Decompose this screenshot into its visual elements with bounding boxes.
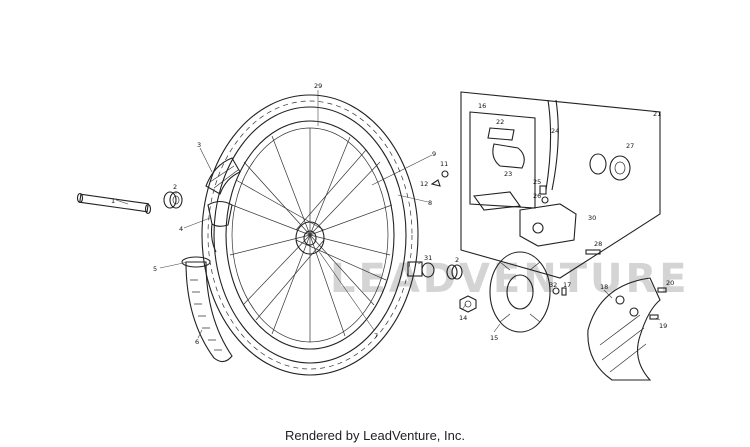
caliper-small-parts <box>539 185 601 255</box>
callout-29: 29 <box>314 82 322 90</box>
rendered-by-credit: Rendered by LeadVenture, Inc. <box>285 428 465 443</box>
callout-23: 23 <box>504 170 512 178</box>
axle-part <box>76 192 152 215</box>
callout-7: 7 <box>374 332 378 340</box>
disc-bolt-parts <box>552 287 567 296</box>
callout-14: 14 <box>459 314 467 322</box>
valve-parts <box>430 170 449 187</box>
callout-27: 27 <box>626 142 634 150</box>
callout-21: 21 <box>653 110 661 118</box>
nut-part <box>459 295 477 313</box>
callout-12: 12 <box>420 180 428 188</box>
tire-part <box>181 256 233 363</box>
callout-labels: 1 2 3 4 5 6 7 8 9 11 12 29 31 2 14 15 32… <box>111 82 674 346</box>
callout-31: 31 <box>424 254 432 262</box>
brake-pad-kit-box <box>469 111 536 209</box>
collar-part <box>407 261 435 278</box>
spacer-right-part <box>446 264 463 280</box>
callout-20: 20 <box>666 279 674 287</box>
callout-5: 5 <box>153 265 157 273</box>
callout-18: 18 <box>600 283 608 291</box>
brake-disc-part <box>489 251 551 333</box>
disc-guard-part <box>587 277 661 381</box>
callout-2-left: 2 <box>173 183 177 191</box>
leader-lines <box>115 90 661 339</box>
callout-2-right: 2 <box>455 256 459 264</box>
callout-28: 28 <box>594 240 602 248</box>
callout-1: 1 <box>111 197 115 205</box>
front-wheel-parts-diagram: LEADVENTURE <box>76 82 687 381</box>
callout-15: 15 <box>490 334 498 342</box>
guard-bolt-parts <box>649 287 667 320</box>
callout-4: 4 <box>179 225 183 233</box>
callout-3: 3 <box>197 141 201 149</box>
callout-19: 19 <box>659 322 667 330</box>
caliper-body-part <box>473 191 577 247</box>
callout-22: 22 <box>496 118 504 126</box>
callout-6: 6 <box>195 338 199 346</box>
callout-16: 16 <box>478 102 486 110</box>
spacer-left-part <box>163 191 183 209</box>
brake-hose-part <box>545 99 559 191</box>
callout-17: 17 <box>563 281 571 289</box>
caliper-seal-parts <box>589 153 631 181</box>
rim-band-part <box>205 157 241 195</box>
callout-11: 11 <box>440 160 448 168</box>
caliper-assembly-box <box>460 91 661 279</box>
callout-30: 30 <box>588 214 596 222</box>
callout-26: 26 <box>533 192 541 200</box>
callout-8: 8 <box>428 199 432 207</box>
callout-25: 25 <box>533 178 541 186</box>
callout-9: 9 <box>432 150 436 158</box>
callout-24: 24 <box>551 127 559 135</box>
front-wheel-assembly <box>201 94 419 376</box>
callout-32: 32 <box>549 281 557 289</box>
